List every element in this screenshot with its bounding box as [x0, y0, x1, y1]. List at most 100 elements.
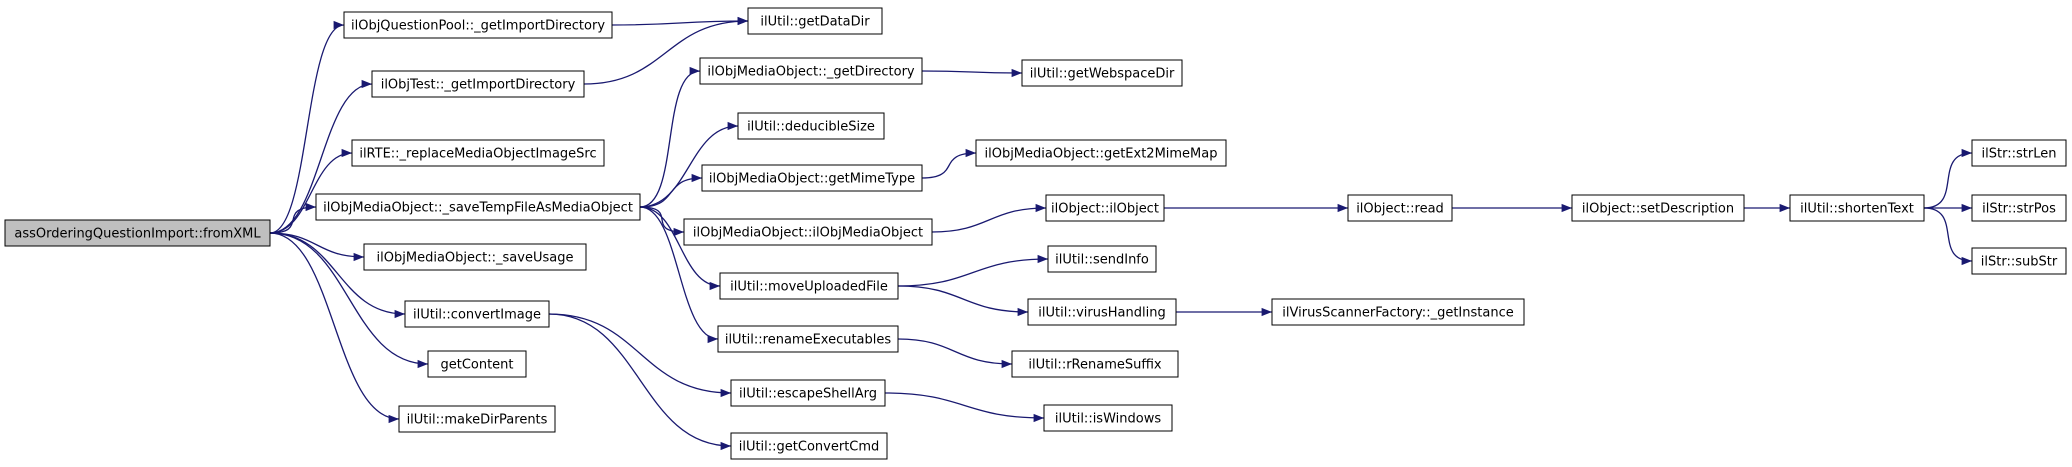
node-label: ilUtil::escapeShellArg	[739, 387, 877, 402]
node-box	[975, 139, 1227, 167]
node-box	[1043, 404, 1173, 432]
node-r-rename-suffix[interactable]: ilUtil::rRenameSuffix	[1011, 350, 1179, 378]
edge-save-temp-file-as-media-object-to-deducible-size	[639, 121, 739, 208]
node-box	[351, 139, 605, 167]
edge-shorten-text-to-sub-str	[1923, 207, 1973, 266]
node-label: ilObject::setDescription	[1582, 202, 1734, 217]
node-get-convert-cmd[interactable]: ilUtil::getConvertCmd	[730, 432, 888, 460]
node-is-windows[interactable]: ilUtil::isWindows	[1043, 404, 1173, 432]
node-box	[1971, 194, 2067, 222]
edge-root-to-make-dir-parents	[269, 232, 400, 424]
edge-convert-image-to-get-convert-cmd	[548, 313, 732, 451]
node-label: ilUtil::deducibleSize	[747, 120, 875, 135]
node-label: assOrderingQuestionImport::fromXML	[14, 227, 261, 242]
node-rte-replace-media-object-image-src[interactable]: ilRTE::_replaceMediaObjectImageSrc	[351, 139, 605, 167]
node-label: ilUtil::getDataDir	[760, 15, 870, 30]
node-label: ilStr::strLen	[1982, 147, 2057, 162]
node-label: ilStr::strPos	[1982, 202, 2056, 217]
node-mo-constructor[interactable]: ilObjMediaObject::ilObjMediaObject	[683, 218, 933, 246]
node-label: ilObject::read	[1356, 202, 1444, 217]
node-box	[737, 112, 885, 140]
node-label: ilUtil::sendInfo	[1055, 253, 1149, 268]
node-str-pos[interactable]: ilStr::strPos	[1971, 194, 2067, 222]
node-label: ilUtil::isWindows	[1055, 412, 1161, 427]
node-make-dir-parents[interactable]: ilUtil::makeDirParents	[398, 405, 556, 433]
node-rename-executables[interactable]: ilUtil::renameExecutables	[717, 325, 899, 353]
node-get-ext2-mime-map[interactable]: ilObjMediaObject::getExt2MimeMap	[975, 139, 1227, 167]
node-label: ilUtil::getWebspaceDir	[1030, 67, 1175, 82]
node-get-mime-type[interactable]: ilObjMediaObject::getMimeType	[701, 164, 923, 192]
node-box	[315, 193, 641, 221]
node-label: ilObjMediaObject::_saveTempFileAsMediaOb…	[323, 201, 633, 216]
node-label: ilObjMediaObject::getExt2MimeMap	[984, 147, 1217, 162]
node-box	[1571, 194, 1745, 222]
edge-move-uploaded-file-to-send-info	[897, 254, 1049, 287]
edge-save-temp-file-as-media-object-to-get-mime-type	[639, 173, 703, 208]
node-box	[4, 219, 271, 247]
node-box	[1971, 247, 2067, 275]
edge-root-to-qp-get-import-directory	[269, 20, 345, 234]
edge-root-to-rte-replace-media-object-image-src	[269, 148, 353, 234]
edges-layer	[269, 16, 1973, 451]
node-box	[404, 300, 550, 328]
node-label: ilObjMediaObject::getMimeType	[709, 172, 915, 187]
node-shorten-text[interactable]: ilUtil::shortenText	[1789, 194, 1925, 222]
edge-qp-get-import-directory-to-get-data-dir	[611, 16, 749, 26]
node-convert-image[interactable]: ilUtil::convertImage	[404, 300, 550, 328]
node-box	[427, 350, 527, 378]
node-label: ilObjTest::_getImportDirectory	[381, 78, 576, 93]
node-send-info[interactable]: ilUtil::sendInfo	[1047, 245, 1157, 273]
node-get-content[interactable]: getContent	[427, 350, 527, 378]
node-move-uploaded-file[interactable]: ilUtil::moveUploadedFile	[719, 272, 899, 300]
edge-mo-constructor-to-il-object-constructor	[931, 203, 1047, 233]
node-il-object-read[interactable]: ilObject::read	[1347, 194, 1453, 222]
node-sub-str[interactable]: ilStr::subStr	[1971, 247, 2067, 275]
node-virus-handling[interactable]: ilUtil::virusHandling	[1027, 298, 1177, 326]
node-box	[343, 11, 613, 39]
node-save-temp-file-as-media-object[interactable]: ilObjMediaObject::_saveTempFileAsMediaOb…	[315, 193, 641, 221]
node-label: ilObjMediaObject::_getDirectory	[707, 65, 915, 80]
node-get-data-dir[interactable]: ilUtil::getDataDir	[747, 7, 883, 35]
node-il-object-constructor[interactable]: ilObject::ilObject	[1045, 194, 1165, 222]
node-box	[1045, 194, 1165, 222]
node-box	[1047, 245, 1157, 273]
node-deducible-size[interactable]: ilUtil::deducibleSize	[737, 112, 885, 140]
node-label: ilRTE::_replaceMediaObjectImageSrc	[359, 147, 596, 162]
edge-escape-shell-arg-to-is-windows	[884, 392, 1045, 423]
edge-test-get-import-directory-to-get-data-dir	[583, 16, 749, 85]
node-save-usage[interactable]: ilObjMediaObject::_saveUsage	[363, 243, 587, 271]
node-box	[1971, 139, 2067, 167]
edge-root-to-test-get-import-directory	[269, 79, 373, 234]
node-label: ilUtil::rRenameSuffix	[1028, 358, 1162, 373]
edge-shorten-text-to-str-len	[1923, 148, 1973, 209]
node-box	[1347, 194, 1453, 222]
node-box	[701, 164, 923, 192]
node-label: ilObjMediaObject::_saveUsage	[377, 251, 574, 266]
node-box	[730, 379, 886, 407]
node-box	[1271, 298, 1525, 326]
node-box	[371, 70, 585, 98]
node-mo-get-directory[interactable]: ilObjMediaObject::_getDirectory	[699, 57, 923, 85]
edge-root-to-get-content	[269, 232, 429, 369]
node-label: ilUtil::renameExecutables	[725, 333, 892, 348]
node-qp-get-import-directory[interactable]: ilObjQuestionPool::_getImportDirectory	[343, 11, 613, 39]
edge-mo-get-directory-to-get-webspace-dir	[921, 68, 1023, 78]
node-str-len[interactable]: ilStr::strLen	[1971, 139, 2067, 167]
node-box	[398, 405, 556, 433]
node-label: ilVirusScannerFactory::_getInstance	[1282, 306, 1513, 321]
node-get-webspace-dir[interactable]: ilUtil::getWebspaceDir	[1021, 59, 1183, 87]
node-escape-shell-arg[interactable]: ilUtil::escapeShellArg	[730, 379, 886, 407]
edge-save-temp-file-as-media-object-to-mo-constructor	[639, 206, 685, 237]
edge-convert-image-to-escape-shell-arg	[548, 313, 732, 398]
node-set-description[interactable]: ilObject::setDescription	[1571, 194, 1745, 222]
node-test-get-import-directory[interactable]: ilObjTest::_getImportDirectory	[371, 70, 585, 98]
node-root[interactable]: assOrderingQuestionImport::fromXML	[4, 219, 271, 247]
node-get-instance[interactable]: ilVirusScannerFactory::_getInstance	[1271, 298, 1525, 326]
node-label: ilUtil::shortenText	[1800, 202, 1914, 217]
node-label: ilUtil::convertImage	[413, 308, 541, 323]
node-box	[363, 243, 587, 271]
node-label: ilStr::subStr	[1981, 255, 2058, 270]
edge-save-temp-file-as-media-object-to-move-uploaded-file	[639, 206, 721, 291]
node-label: ilUtil::virusHandling	[1038, 306, 1165, 321]
